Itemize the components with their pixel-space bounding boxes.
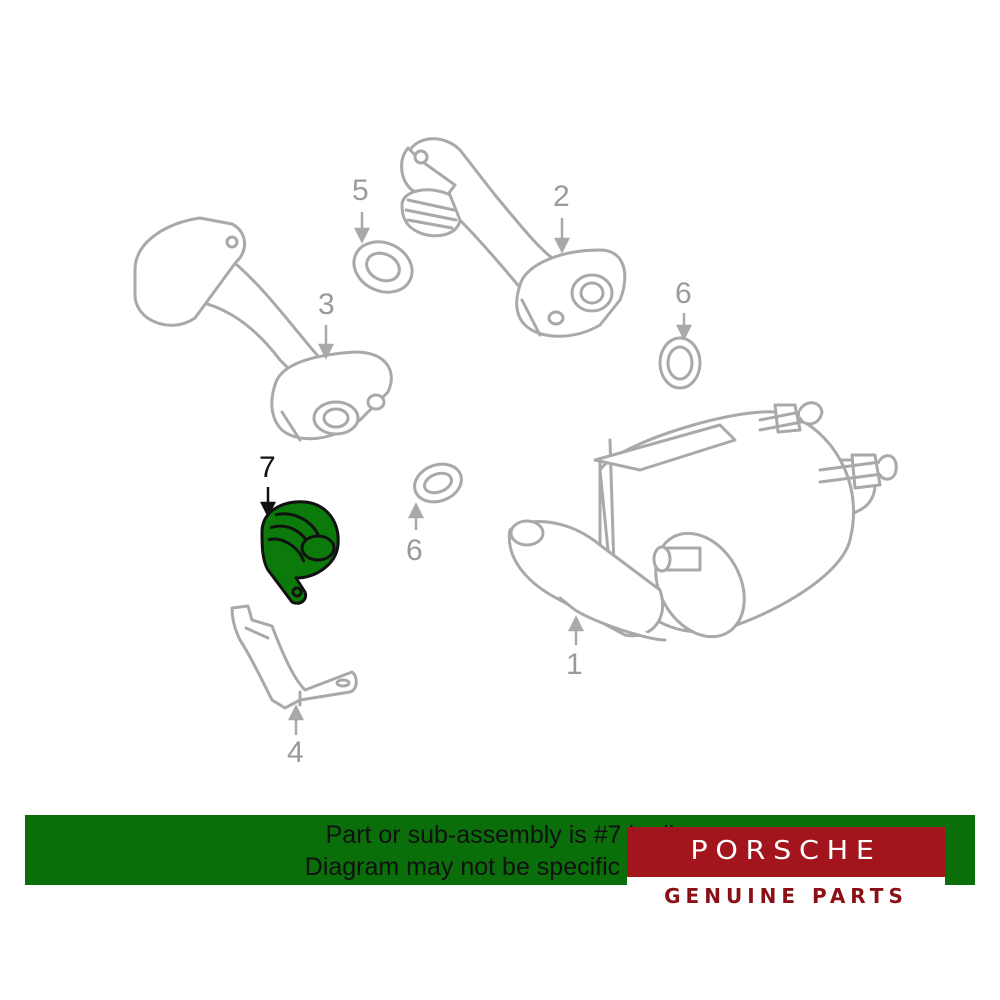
callout-1: 1 <box>566 648 583 681</box>
callout-7: 7 <box>259 451 276 484</box>
logo-red-bar <box>627 827 945 877</box>
part-3-pipe <box>133 216 393 442</box>
logo-subtitle: GENUINE PARTS <box>664 884 908 908</box>
callout-6-upper: 6 <box>675 277 692 310</box>
part-6-gasket-upper <box>658 336 702 390</box>
part-1-muffler <box>507 401 898 642</box>
part-5-gasket <box>352 240 414 294</box>
part-4-bracket <box>230 604 358 710</box>
porsche-genuine-parts-logo: PORSCHE GENUINE PARTS <box>627 827 945 913</box>
banner-line-1: Part or sub-assembly is #7 in di <box>325 821 675 849</box>
part-2-elbow <box>400 137 627 338</box>
callout-6-lower: 6 <box>406 534 423 567</box>
callout-4: 4 <box>287 736 304 769</box>
part-6-gasket-lower <box>413 462 463 504</box>
callout-2: 2 <box>553 180 570 213</box>
part-7-mount <box>260 500 340 605</box>
callout-5: 5 <box>352 174 369 207</box>
logo-wordmark: PORSCHE <box>690 836 882 866</box>
callout-3: 3 <box>318 288 335 321</box>
